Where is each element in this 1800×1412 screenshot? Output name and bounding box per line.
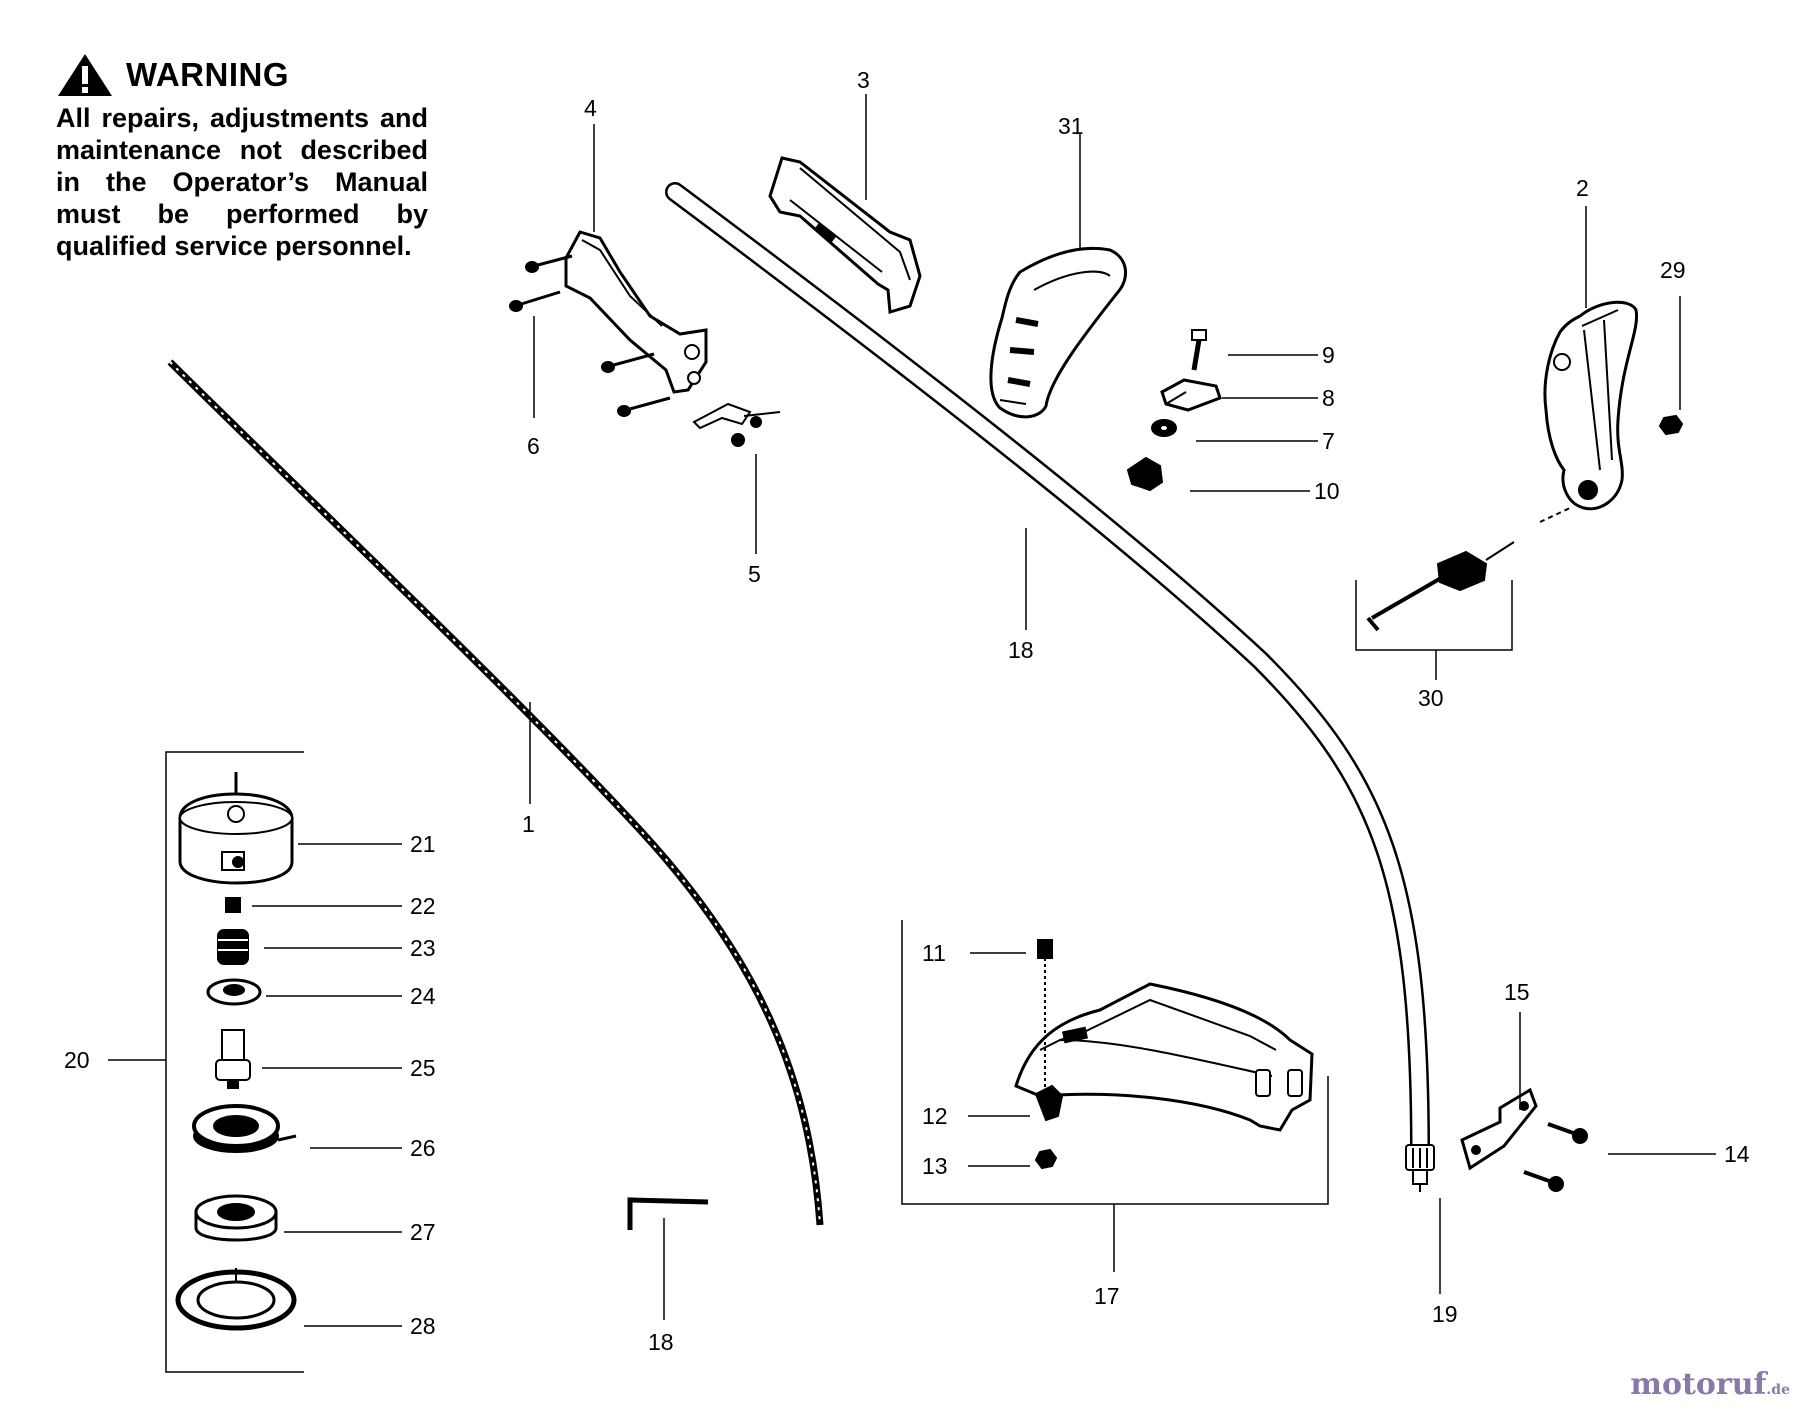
callout-part-29: 29 xyxy=(1660,257,1686,283)
washer-part-7 xyxy=(1152,420,1176,436)
spring-part-23 xyxy=(218,930,248,964)
watermark-suffix: .de xyxy=(1766,1382,1790,1398)
warning-triangle-icon xyxy=(58,54,112,96)
d-handle-part xyxy=(991,248,1126,417)
callout-part-23: 23 xyxy=(410,935,436,961)
fastener-stack xyxy=(1128,330,1220,490)
callout-part-8: 8 xyxy=(1322,385,1335,411)
handle-bracket-part xyxy=(510,232,706,416)
warning-heading: WARNING xyxy=(56,52,428,98)
trimmer-head-assembly xyxy=(178,772,296,1328)
watermark-main: motoruf xyxy=(1630,1367,1767,1402)
callout-part-18-key: 18 xyxy=(648,1329,674,1355)
nut-part-29 xyxy=(1660,416,1682,434)
callout-part-21: 21 xyxy=(410,831,436,857)
bar-grip-part xyxy=(770,158,920,312)
bracket-part-12 xyxy=(1036,1086,1062,1120)
screw-part-11 xyxy=(1038,940,1052,1100)
hub-part-27 xyxy=(196,1196,276,1240)
callout-part-5: 5 xyxy=(748,561,761,587)
callout-part-14: 14 xyxy=(1724,1141,1750,1167)
callout-part-17: 17 xyxy=(1094,1283,1120,1309)
callout-part-25: 25 xyxy=(410,1055,436,1081)
callout-part-9: 9 xyxy=(1322,342,1335,368)
callout-part-24: 24 xyxy=(410,983,436,1009)
guard-part xyxy=(1016,940,1312,1168)
nut-part-13 xyxy=(1036,1150,1056,1168)
callout-part-3: 3 xyxy=(857,67,870,93)
drive-cable-part xyxy=(170,362,820,1225)
warning-text: All repairs, adjustments and maintenance… xyxy=(56,103,428,261)
callout-part-26: 26 xyxy=(410,1135,436,1161)
clamp-part-8 xyxy=(1162,380,1220,410)
screw-part-6 xyxy=(510,256,670,416)
ring-part-28 xyxy=(178,1268,294,1328)
clip-part xyxy=(694,404,780,446)
head-cover-part-21 xyxy=(180,772,292,883)
warning-block: WARNING All repairs, adjustments and mai… xyxy=(56,52,428,262)
rear-handle-part xyxy=(1545,302,1637,508)
washer-part-24 xyxy=(208,980,260,1004)
callout-part-20: 20 xyxy=(64,1047,90,1073)
callout-part-13: 13 xyxy=(922,1153,948,1179)
clamp-bracket-part xyxy=(1462,1090,1587,1191)
callout-part-4: 4 xyxy=(584,95,597,121)
knob-bolt-part-30 xyxy=(1368,508,1570,630)
spool-part-26 xyxy=(194,1106,296,1152)
callout-part-11: 11 xyxy=(922,940,946,966)
callout-part-7: 7 xyxy=(1322,428,1335,454)
wing-nut-part-10 xyxy=(1128,458,1162,490)
callout-part-18-shaft: 18 xyxy=(1008,637,1034,663)
bolt-part-9 xyxy=(1192,330,1206,370)
part-number-labels: 1 2 3 4 5 6 7 8 9 10 11 12 13 14 15 17 1… xyxy=(64,67,1750,1355)
callout-part-27: 27 xyxy=(410,1219,436,1245)
watermark-logo: motoruf.de xyxy=(1630,1367,1790,1402)
callout-part-2: 2 xyxy=(1576,175,1589,201)
spring-clip-part-22 xyxy=(226,898,240,912)
callout-part-12: 12 xyxy=(922,1103,948,1129)
callout-part-30: 30 xyxy=(1418,685,1444,711)
warning-title: WARNING xyxy=(126,56,289,93)
callout-part-28: 28 xyxy=(410,1313,436,1339)
shaft-tube-part xyxy=(675,192,1420,1150)
callout-part-6: 6 xyxy=(527,433,540,459)
callout-part-15: 15 xyxy=(1504,979,1530,1005)
shaft-end-fitting-part xyxy=(1406,1145,1434,1192)
callout-part-1: 1 xyxy=(522,811,535,837)
bolt-part-25 xyxy=(216,1030,250,1088)
callout-part-10: 10 xyxy=(1314,478,1340,504)
callout-part-31: 31 xyxy=(1058,113,1084,139)
bolt-part-14 xyxy=(1524,1124,1587,1191)
callout-part-19: 19 xyxy=(1432,1301,1458,1327)
leader-lines xyxy=(108,94,1716,1372)
hex-key-part xyxy=(630,1200,708,1230)
callout-part-22: 22 xyxy=(410,893,436,919)
